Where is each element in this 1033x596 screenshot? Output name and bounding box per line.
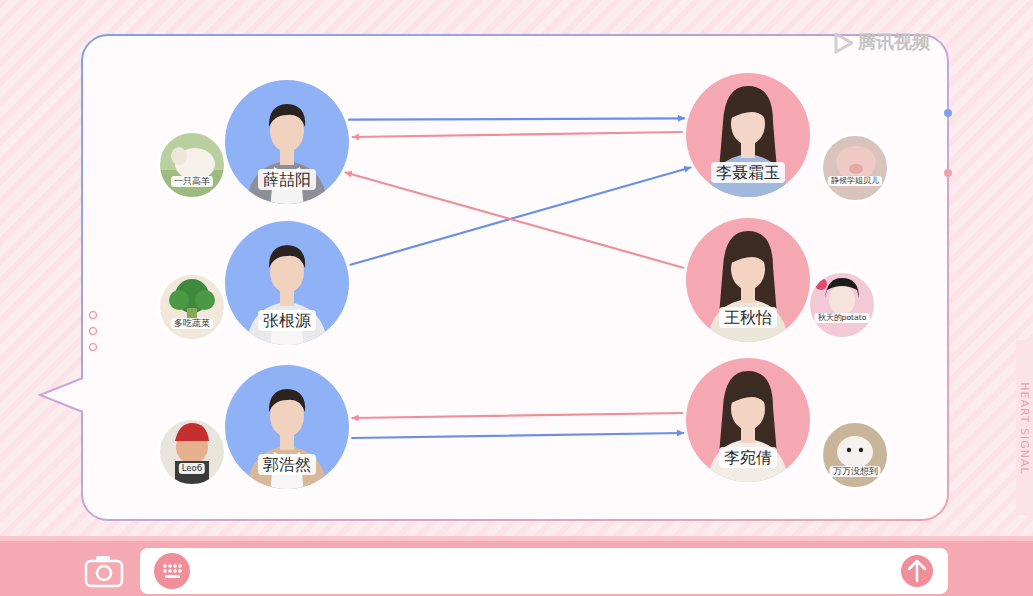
nickname: 静候学姐贝儿 <box>828 176 882 186</box>
avatar-picture <box>820 133 890 203</box>
person-name: 郭浩然 <box>258 454 316 475</box>
avatar-picture <box>157 417 227 487</box>
frame-dot <box>944 169 952 177</box>
nickname-avatar: Leo6 <box>157 417 227 487</box>
nickname: Leo6 <box>179 463 205 474</box>
input-band <box>0 536 1033 596</box>
frame-tail-join <box>82 380 86 410</box>
relation-arrow <box>352 433 683 438</box>
nickname-avatar: 静候学姐贝儿 <box>820 133 890 203</box>
side-strip <box>1016 340 1033 515</box>
nickname: 一只高羊 <box>171 176 213 187</box>
frame-dot <box>90 312 97 319</box>
watermark: 腾讯视频 <box>858 30 930 54</box>
frame-dot <box>90 328 97 335</box>
camera-icon <box>86 556 122 586</box>
relation-arrow <box>352 413 682 418</box>
person-circle: 李聂霜玉 <box>685 72 811 198</box>
person-circle: 郭浩然 <box>224 364 350 490</box>
avatar-picture <box>807 270 877 340</box>
person-circle: 李宛倩 <box>685 357 811 483</box>
relation-arrow <box>353 132 682 137</box>
relation-arrow <box>346 173 684 268</box>
person-circle: 张根源 <box>224 220 350 346</box>
person-name: 张根源 <box>258 310 316 331</box>
nickname-avatar: 一只高羊 <box>157 130 227 200</box>
avatar-picture <box>157 130 227 200</box>
frame-tail <box>40 378 83 412</box>
person-name: 薛喆阳 <box>258 169 316 190</box>
avatar-picture <box>820 420 890 490</box>
relation-arrow <box>349 118 684 119</box>
nickname-avatar: 万万没想到 <box>820 420 890 490</box>
nickname-avatar: 多吃蔬菜 <box>157 272 227 342</box>
nickname: 秋天的potato <box>815 313 870 323</box>
person-circle: 薛喆阳 <box>224 79 350 205</box>
nickname-avatar: 秋天的potato <box>807 270 877 340</box>
frame-dot <box>90 344 97 351</box>
input-band-edge <box>0 536 1033 541</box>
frame-dot <box>944 109 952 117</box>
nickname: 多吃蔬菜 <box>171 318 213 329</box>
person-circle: 王秋怡 <box>685 217 811 343</box>
input-field <box>140 548 948 594</box>
nickname: 万万没想到 <box>830 466 881 477</box>
chat-frame <box>82 35 948 520</box>
relation-arrow <box>351 168 691 265</box>
keyboard-icon <box>154 553 190 589</box>
send-icon <box>901 555 933 587</box>
person-name: 李宛倩 <box>719 447 777 468</box>
watermark-logo <box>836 34 852 52</box>
person-name: 王秋怡 <box>719 307 777 328</box>
vertical-tag: HEART SIGNAL <box>1018 382 1031 474</box>
avatar-picture <box>157 272 227 342</box>
person-name: 李聂霜玉 <box>711 162 785 183</box>
